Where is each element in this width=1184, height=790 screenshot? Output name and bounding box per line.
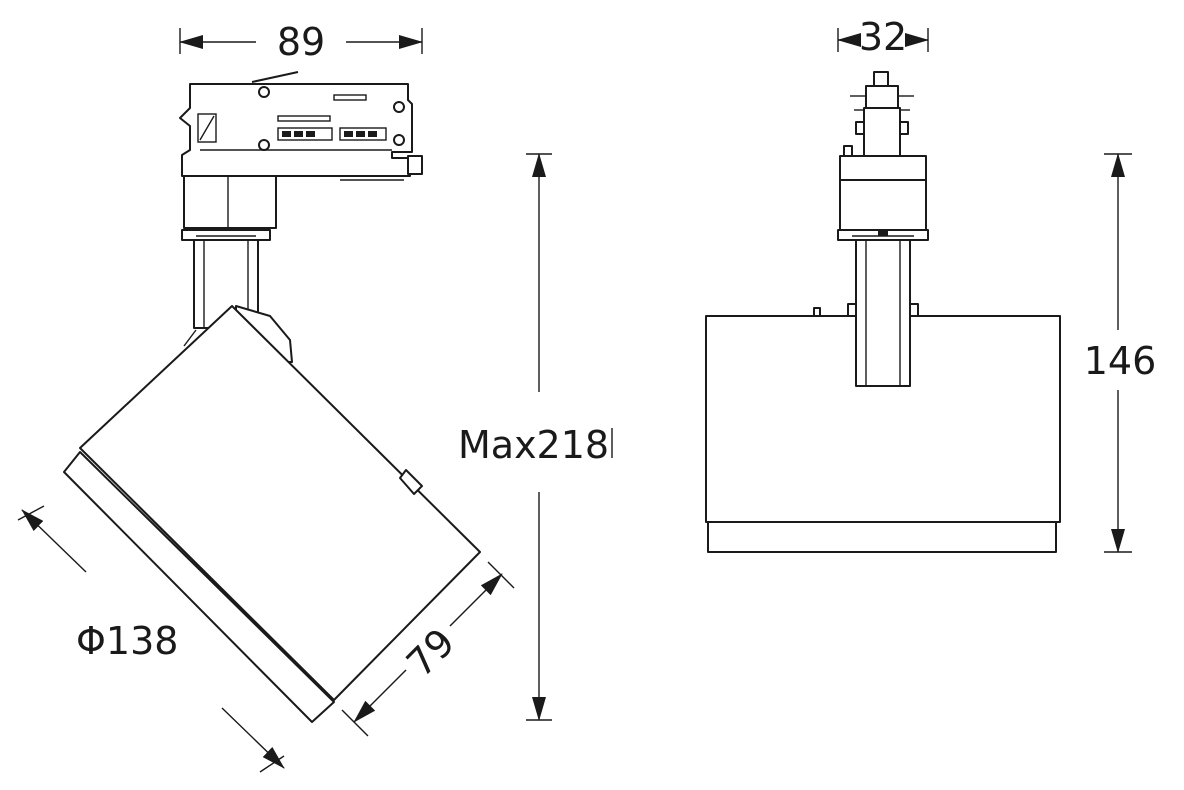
- dimension-label-adapter-width: 32: [859, 15, 907, 59]
- dimension-height-146: 146: [1084, 153, 1157, 553]
- dimension-label-depth: 79: [398, 620, 463, 685]
- dimension-label-max-height: Max218: [458, 423, 609, 467]
- front-lamp-body: [705, 303, 1061, 553]
- dimension-diameter-138: Φ138: [17, 505, 285, 773]
- front-support-arm: [855, 239, 911, 387]
- track-adapter: [179, 71, 423, 181]
- dimension-height-max218: Max218: [458, 153, 613, 721]
- side-view: 89 Max218 Φ138 79: [17, 20, 613, 773]
- dimension-label-diameter: Φ138: [76, 619, 178, 663]
- dimension-width-89: 89: [179, 20, 423, 64]
- lamp-body: [63, 305, 481, 723]
- dimension-label-height: 146: [1084, 339, 1157, 383]
- front-adapter: [837, 71, 929, 241]
- hex-nut: [181, 175, 277, 241]
- dimension-adapter-32: 32: [837, 15, 929, 59]
- dimension-label-width: 89: [277, 20, 325, 64]
- front-view: 32 146: [705, 15, 1157, 553]
